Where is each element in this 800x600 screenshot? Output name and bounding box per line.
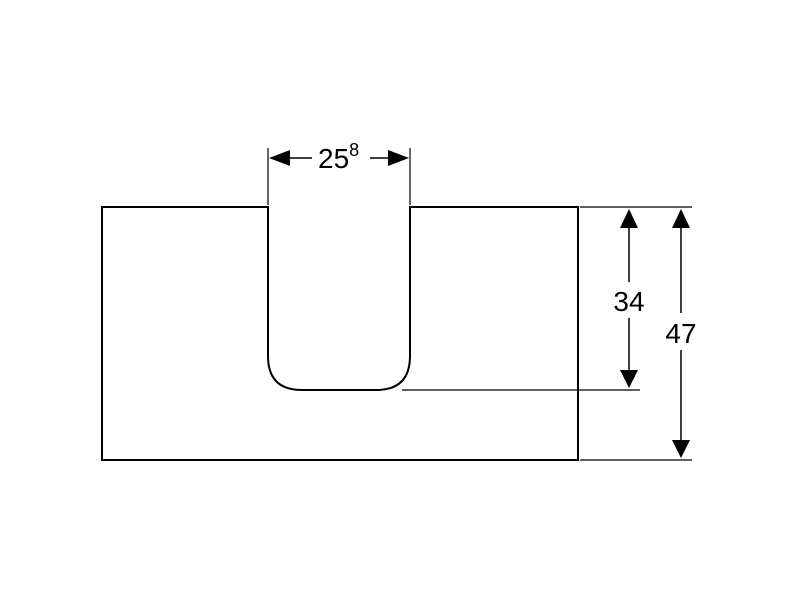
arrow-right [388, 150, 409, 166]
total-depth-dimension: 47 [580, 209, 697, 461]
slot-width-main: 25 [318, 143, 349, 174]
slot-depth-dimension: 34 [402, 206, 692, 391]
basin-outline [101, 206, 579, 461]
arrow-down-47 [672, 440, 690, 458]
arrow-left [269, 150, 290, 166]
slot-depth-label: 34 [613, 286, 644, 317]
total-depth-label: 47 [665, 318, 696, 349]
slot-width-dimension: 258 [267, 140, 411, 205]
slot-width-label: 258 [318, 140, 359, 174]
arrow-up-47 [672, 209, 690, 228]
arrow-up-34 [620, 209, 638, 228]
slot-width-superscript: 8 [349, 140, 359, 160]
arrow-down-34 [620, 370, 638, 388]
